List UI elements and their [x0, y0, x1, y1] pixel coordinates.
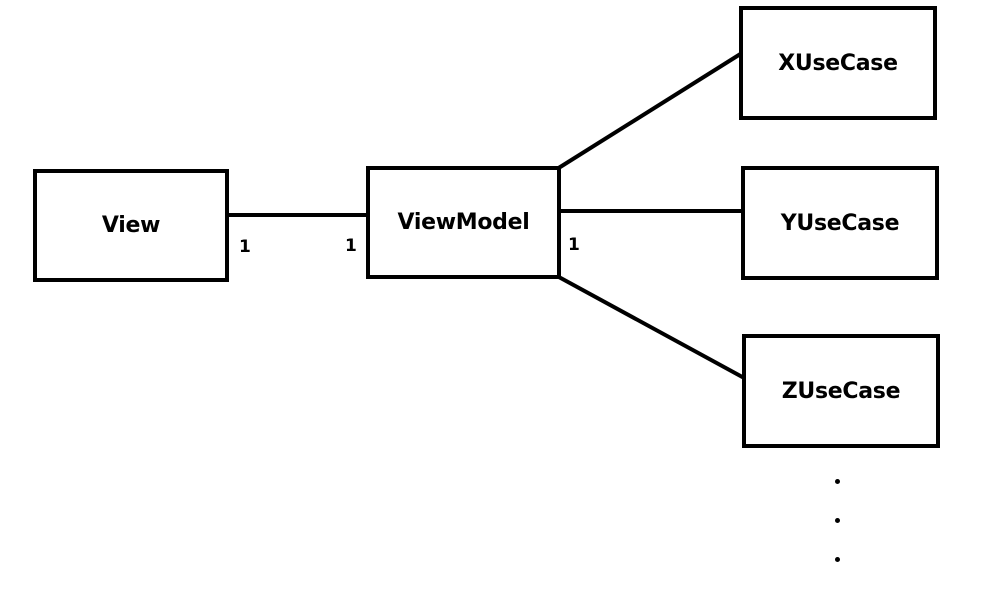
multiplicity-viewmodel-right: 1	[568, 235, 580, 255]
continuation-dot	[835, 518, 840, 523]
view-label: View	[101, 213, 161, 238]
zusecase-label: ZUseCase	[781, 378, 901, 404]
viewmodel-box: ViewModel	[366, 166, 561, 279]
xusecase-label: XUseCase	[778, 50, 898, 76]
continuation-dot	[835, 557, 840, 562]
xusecase-box: XUseCase	[739, 6, 937, 120]
zusecase-box: ZUseCase	[742, 334, 940, 448]
connector-viewmodel-zusecase	[556, 274, 747, 381]
multiplicity-view: 1	[239, 237, 251, 257]
yusecase-box: YUseCase	[741, 166, 939, 280]
viewmodel-label: ViewModel	[397, 210, 530, 235]
yusecase-label: YUseCase	[780, 210, 900, 236]
connector-viewmodel-xusecase	[555, 51, 744, 171]
continuation-dot	[835, 479, 840, 484]
view-box: View	[33, 169, 229, 282]
multiplicity-viewmodel-left: 1	[345, 236, 357, 256]
